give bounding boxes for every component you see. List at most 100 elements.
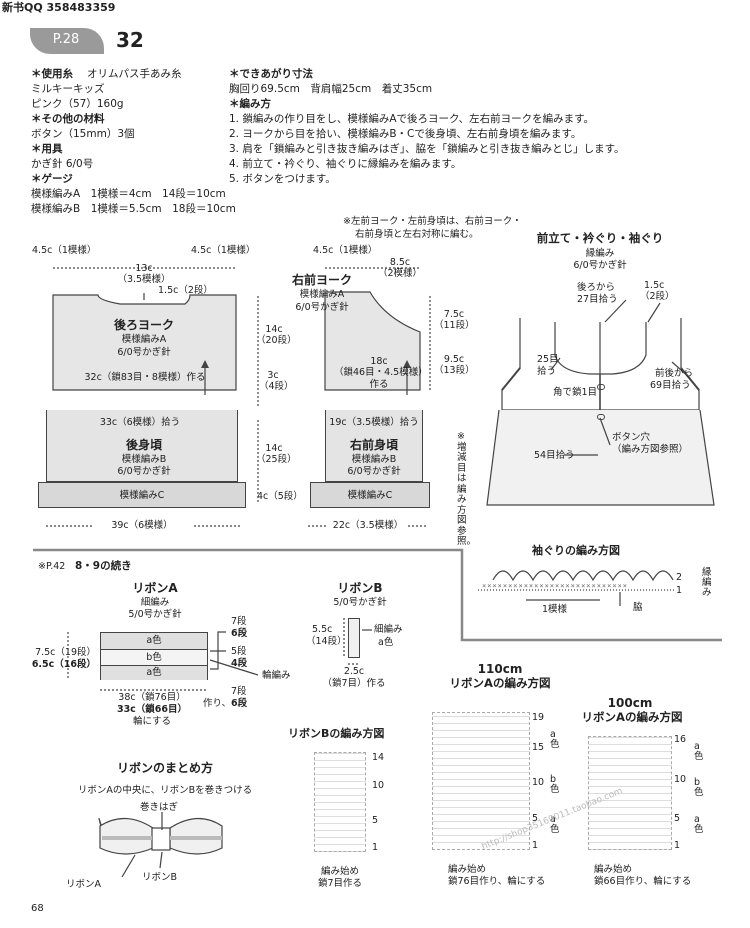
edging-arm-label: 前後から [655, 368, 694, 379]
chart-100-row5: 5 [674, 813, 681, 824]
ribbon-a-shape: a色 b色 a色 [100, 632, 208, 680]
back-dim-neck-rep: （3.5模様） [117, 274, 171, 285]
chart-110-grid [432, 712, 530, 850]
source-label: 新书QQ 358483359 [2, 1, 116, 14]
chart-100-row16: 16 [674, 734, 687, 745]
armhole-chart-title: 袖ぐりの編み方図 [532, 544, 620, 557]
ribbon-a-make: 作り、 [203, 698, 232, 709]
front-dim-pickup: 19c（3.5模様）拾う [329, 417, 419, 428]
ribbon-a-stripe-1: a色 [101, 633, 207, 650]
ribbon-a-rows-2: 6段 [231, 628, 248, 639]
chart-110-a1: a色 [550, 729, 560, 750]
mirror-note-2: 右前身頃と左右対称に編む。 [355, 229, 479, 240]
chart-b-row1: 1 [372, 842, 379, 853]
other-materials: ボタン（15mm）3個 [31, 128, 135, 140]
chart-b-row10: 10 [372, 780, 385, 791]
front-body-pattern: 模様編みB [351, 454, 397, 465]
ribbon-b-shape [348, 618, 360, 658]
front-dim-yoke-h: 9.5c [443, 354, 465, 365]
cont-title: 8・9の続き [75, 560, 132, 572]
ribbon-a-hook: 5/0号かぎ針 [128, 609, 182, 620]
buttonhole-label: ボタン穴 [612, 432, 651, 443]
tools: かぎ針 6/0号 [31, 158, 94, 170]
ribbon-a-height-2: 6.5c（16段） [31, 659, 96, 670]
front-body-upper [325, 410, 423, 482]
ribbon-a-ring-label: 輪編み [262, 670, 291, 681]
back-border [38, 482, 246, 508]
ribbon-a-stripe-3: a色 [101, 666, 207, 680]
front-yoke-title: 右前ヨーク [291, 273, 352, 287]
ribbon-a-pattern: 細編み [140, 597, 170, 608]
yarn-brand: オリムパス手あみ糸 [87, 68, 182, 80]
chart-b-row5: 5 [372, 815, 379, 826]
chart-110-size: 110cm [477, 662, 523, 676]
chart-100-b: b色 [694, 777, 704, 798]
chart-b-grid [314, 752, 366, 852]
edging-corner: 角で鎖1目 [553, 387, 598, 398]
gauge-heading: ＊ゲージ [31, 173, 73, 185]
ribbon-a-stripe-2: b色 [101, 650, 207, 666]
chart-b-start: 編み始め [320, 866, 359, 877]
front-dim-chain-make: 作る [369, 379, 389, 390]
ribbon-a-rows-1: 7段 [231, 616, 247, 627]
ribbon-a-rows-5: 7段 [231, 686, 247, 697]
assembly-label-b: リボンB [142, 872, 178, 883]
step-1: 1. 鎖編みの作り目をし、模様編みAで後ろヨーク、左右前ヨークを編みます。 [229, 113, 595, 125]
chart-110-row19: 19 [532, 712, 545, 723]
chart-110-row10: 10 [532, 777, 545, 788]
ribbon-b-color: a色 [378, 637, 394, 648]
back-body-title: 後身頃 [125, 438, 162, 452]
ribbon-a-chain-1: 38c（鎖76目） [118, 692, 186, 703]
chart-110-a2: a色 [550, 814, 560, 835]
armhole-edge-label: 縁編み [702, 567, 712, 598]
ribbon-a-height-1: 7.5c（19段） [35, 647, 96, 658]
back-dim-neck: 13c [135, 263, 153, 274]
edging-front-count: 54目拾う [534, 450, 575, 461]
chart-b-chain: 鎖7目作る [317, 878, 363, 889]
chart-110-b: b色 [550, 774, 560, 795]
assembly-title: リボンのまとめ方 [116, 761, 213, 775]
chart-110-start: 編み始め [448, 864, 487, 875]
back-dim-chain: 32c（鎖83目・8模様）作る [84, 372, 206, 383]
gauge-a: 模様編みA 1模様＝4cm 14段＝10cm [31, 188, 226, 200]
back-body-pattern: 模様編みB [121, 454, 167, 465]
back-yoke-hook: 6/0号かぎ針 [117, 347, 171, 358]
front-dim-neck-rows: （11段） [434, 320, 475, 331]
mirror-note-1: ※左前ヨーク・左前身頃は、右前ヨーク・ [343, 216, 522, 227]
back-dim-body-rows: （25段） [256, 454, 297, 465]
ribbon-a-rows-6: 6段 [231, 698, 248, 709]
yarn-heading: ＊使用糸 [31, 68, 73, 80]
back-dim-yoke-h: 14c [265, 324, 283, 335]
step-5: 5. ボタンをつけます。 [229, 173, 336, 185]
back-dim-neck-rows: 1.5c（2段） [158, 285, 213, 296]
back-dim-shoulder-l: 4.5c（1模様） [32, 245, 97, 256]
back-dim-body-h: 14c [265, 443, 283, 454]
edging-title: 前立て・衿ぐり・袖ぐり [536, 231, 664, 245]
front-dim-chain-count: （鎖46目・4.5模様） [334, 367, 428, 378]
finished-size: 胸回り69.5cm 背肩幅25cm 着丈35cm [229, 83, 433, 95]
back-body-upper [46, 410, 238, 482]
front-border [310, 482, 430, 508]
front-border-label: 模様編みC [347, 490, 393, 501]
back-dim-3c: 3c [267, 370, 279, 381]
armhole-stitch-row: ×××××××××××××××××××××××××××× [482, 582, 629, 590]
front-dim-neck-h: 7.5c [443, 309, 465, 320]
front-dim-neck-rep: （2模様） [377, 268, 423, 279]
page-ref-leaf [30, 28, 104, 54]
ribbon-b-rows: （14段） [306, 636, 347, 647]
other-heading: ＊その他の材料 [31, 113, 105, 125]
assembly-label-whip: 巻きはぎ [140, 802, 179, 813]
finished-heading: ＊できあがり寸法 [229, 68, 313, 80]
back-dim-yoke-rows: （20段） [256, 335, 297, 346]
ribbon-b-chain: （鎖7目）作る [322, 678, 386, 689]
ribbon-b-width: 2.5c [343, 666, 365, 677]
back-dim-4rows: （4段） [259, 381, 294, 392]
increase-note: ※増減目は編み方図参照。 [457, 431, 477, 547]
edging-dim-rows: （2段） [640, 291, 675, 302]
front-dim-yoke-rows: （13段） [434, 365, 475, 376]
method-heading: ＊編み方 [229, 98, 271, 110]
front-yoke-pattern: 模様編みA [299, 289, 345, 300]
ribbon-a-join: 輪にする [132, 716, 172, 727]
back-body-hook: 6/0号かぎ針 [117, 466, 171, 477]
